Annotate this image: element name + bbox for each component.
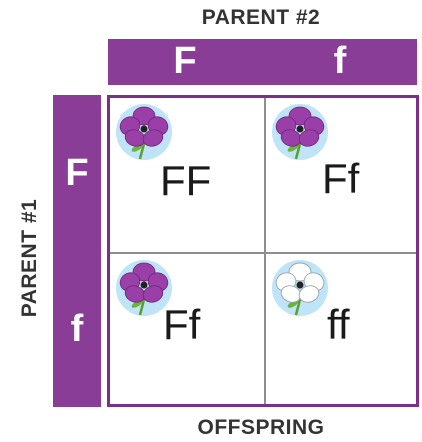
- cell-bottom-right: ff: [266, 254, 419, 407]
- grid-divider-horizontal: [110, 252, 416, 254]
- parent2-allele-bar: F f: [108, 39, 417, 85]
- cell-top-left: FF: [110, 98, 263, 251]
- genotype-label: Ff: [163, 301, 201, 348]
- offspring-label: OFFSPRING: [197, 416, 325, 439]
- parent1-allele-dominant: F: [65, 152, 89, 194]
- genotype-label: FF: [160, 157, 212, 204]
- parent2-label: PARENT #2: [201, 6, 321, 29]
- genotype-label: Ff: [322, 155, 360, 202]
- cell-top-right: Ff: [266, 98, 419, 251]
- purple-flower-icon: [116, 104, 172, 160]
- cell-bottom-left: Ff: [110, 254, 263, 407]
- purple-flower-icon: [272, 104, 328, 160]
- punnett-square: FF Ff: [107, 95, 419, 407]
- purple-flower-icon: [116, 260, 172, 316]
- parent2-allele-dominant: F: [173, 40, 197, 82]
- parent1-allele-bar: F f: [53, 95, 101, 407]
- genotype-label: ff: [327, 301, 350, 348]
- white-flower-icon: [272, 260, 328, 316]
- parent2-allele-recessive: f: [333, 40, 347, 82]
- parent1-label: PARENT #1: [18, 198, 41, 318]
- parent1-allele-recessive: f: [70, 308, 84, 350]
- grid-divider-vertical: [264, 98, 266, 404]
